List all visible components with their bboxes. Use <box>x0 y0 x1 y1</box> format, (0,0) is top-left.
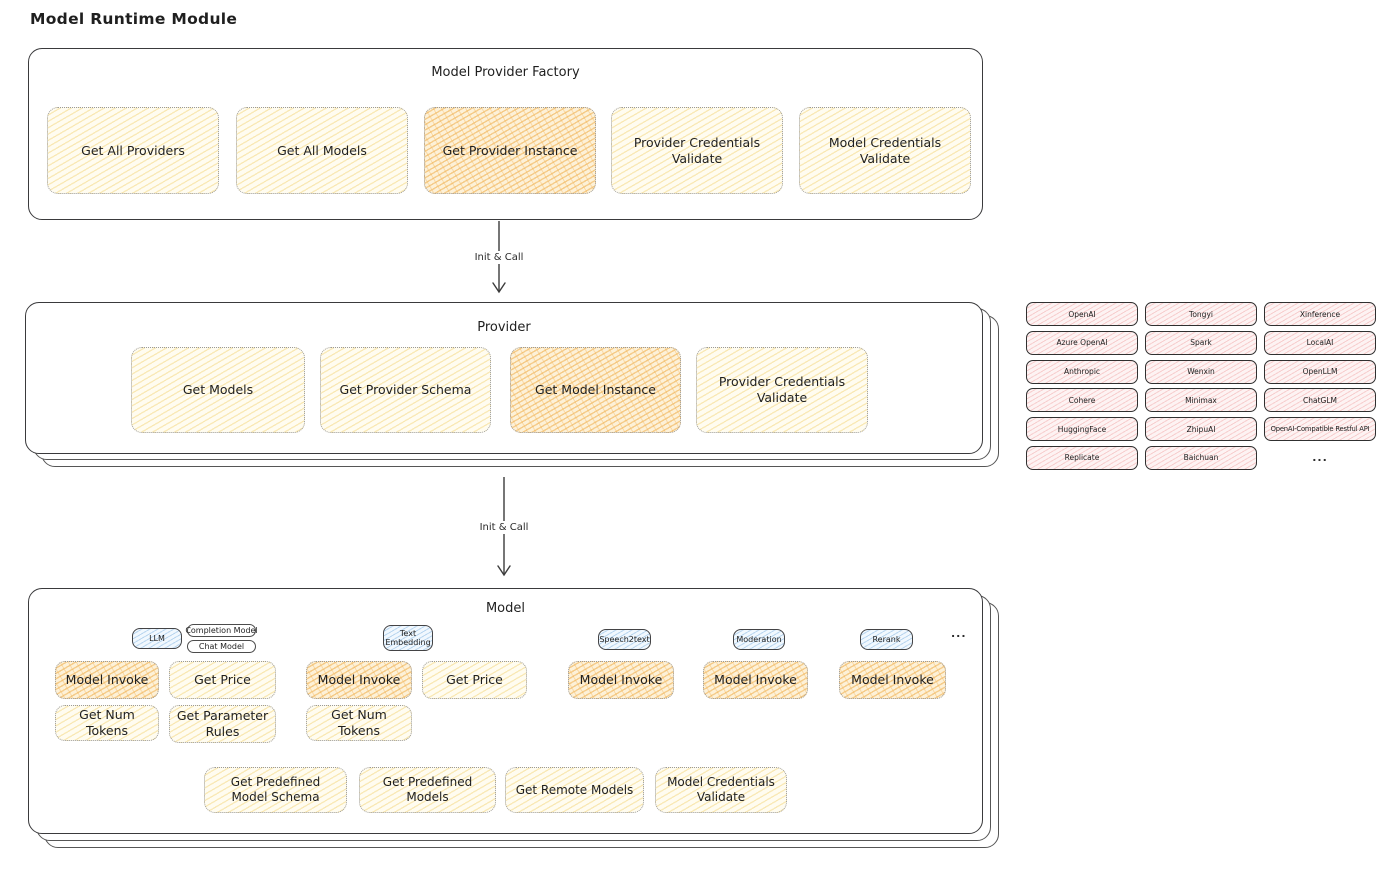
factory-button-get-all-models: Get All Models <box>236 107 408 194</box>
arrow-provider-to-model: Init & Call <box>475 477 533 581</box>
provider-button-get-provider-schema: Get Provider Schema <box>320 347 491 433</box>
model-subtype-pill-completion-model: Completion Model <box>185 624 258 637</box>
model-title: Model <box>485 601 526 616</box>
provider-chip-localai: LocalAI <box>1264 330 1376 355</box>
model-button-speech2text-model-invoke: Model Invoke <box>568 661 674 699</box>
arrow-factory-to-provider: Init & Call <box>470 221 528 298</box>
provider-chip-huggingface: HuggingFace <box>1026 417 1138 442</box>
provider-chip-tongyi: Tongyi <box>1145 302 1257 326</box>
provider-chip-cohere: Cohere <box>1026 388 1138 413</box>
provider-chip-zhipuai: ZhipuAI <box>1145 417 1257 442</box>
factory-button-get-all-providers: Get All Providers <box>47 107 219 194</box>
factory-button-get-provider-instance: Get Provider Instance <box>424 107 596 194</box>
factory-panel: Model Provider Factory Get All Providers… <box>28 48 983 220</box>
model-button-moderation-model-invoke: Model Invoke <box>703 661 808 699</box>
model-type-pill-speech2text: Speech2text <box>598 629 651 650</box>
model-button-get-predefined-model-schema: Get Predefined Model Schema <box>204 767 347 813</box>
factory-button-model-credentials-validate: Model Credentials Validate <box>799 107 971 194</box>
model-button-llm-get-parameter-rules: Get Parameter Rules <box>169 705 276 743</box>
provider-title: Provider <box>477 320 531 335</box>
model-type-pill-text-embedding: Text Embedding <box>383 625 433 651</box>
model-subtype-pill-chat-model: Chat Model <box>187 640 256 653</box>
model-type-pill-rerank: Rerank <box>860 629 913 650</box>
provider-chip-replicate: Replicate <box>1026 445 1138 470</box>
model-button-llm-model-invoke: Model Invoke <box>55 661 159 699</box>
arrow-label-init-call: Init & Call <box>470 251 528 264</box>
provider-chip-spark: Spark <box>1145 330 1257 355</box>
model-button-rerank-model-invoke: Model Invoke <box>839 661 946 699</box>
model-button-text-embedding-get-num-tokens: Get Num Tokens <box>306 705 412 741</box>
provider-chip-anthropic: Anthropic <box>1026 359 1138 384</box>
model-button-llm-get-price: Get Price <box>169 661 276 699</box>
provider-chip-azure-openai: Azure OpenAI <box>1026 330 1138 355</box>
model-more-dots: ... <box>951 627 967 640</box>
provider-more-dots: ... <box>1312 451 1328 465</box>
model-button-get-predefined-models: Get Predefined Models <box>359 767 496 813</box>
model-type-pill-llm: LLM <box>132 628 182 649</box>
arrow-label-init-call: Init & Call <box>475 521 533 534</box>
model-button-llm-get-num-tokens: Get Num Tokens <box>55 705 159 741</box>
provider-chip-openllm: OpenLLM <box>1264 359 1376 384</box>
provider-chip-minimax: Minimax <box>1145 388 1257 413</box>
provider-button-get-models: Get Models <box>131 347 305 433</box>
model-button-text-embedding-model-invoke: Model Invoke <box>306 661 412 699</box>
provider-chip-wenxin: Wenxin <box>1145 359 1257 384</box>
provider-chip-openai-compatible-restful-api: OpenAI-Compatible Restful API <box>1264 417 1376 442</box>
model-button-get-remote-models: Get Remote Models <box>505 767 644 813</box>
provider-chip-openai: OpenAI <box>1026 302 1138 326</box>
factory-title: Model Provider Factory <box>431 65 580 80</box>
factory-button-provider-credentials-validate: Provider Credentials Validate <box>611 107 783 194</box>
provider-button-get-model-instance: Get Model Instance <box>510 347 681 433</box>
provider-button-provider-credentials-validate: Provider Credentials Validate <box>696 347 868 433</box>
provider-chip-xinference: Xinference <box>1264 302 1376 326</box>
model-type-pill-moderation: Moderation <box>733 629 785 650</box>
page-title: Model Runtime Module <box>30 10 238 28</box>
model-button-model-credentials-validate: Model Credentials Validate <box>655 767 787 813</box>
provider-chip-chatglm: ChatGLM <box>1264 388 1376 413</box>
provider-chip-baichuan: Baichuan <box>1145 445 1257 470</box>
model-button-text-embedding-get-price: Get Price <box>422 661 527 699</box>
